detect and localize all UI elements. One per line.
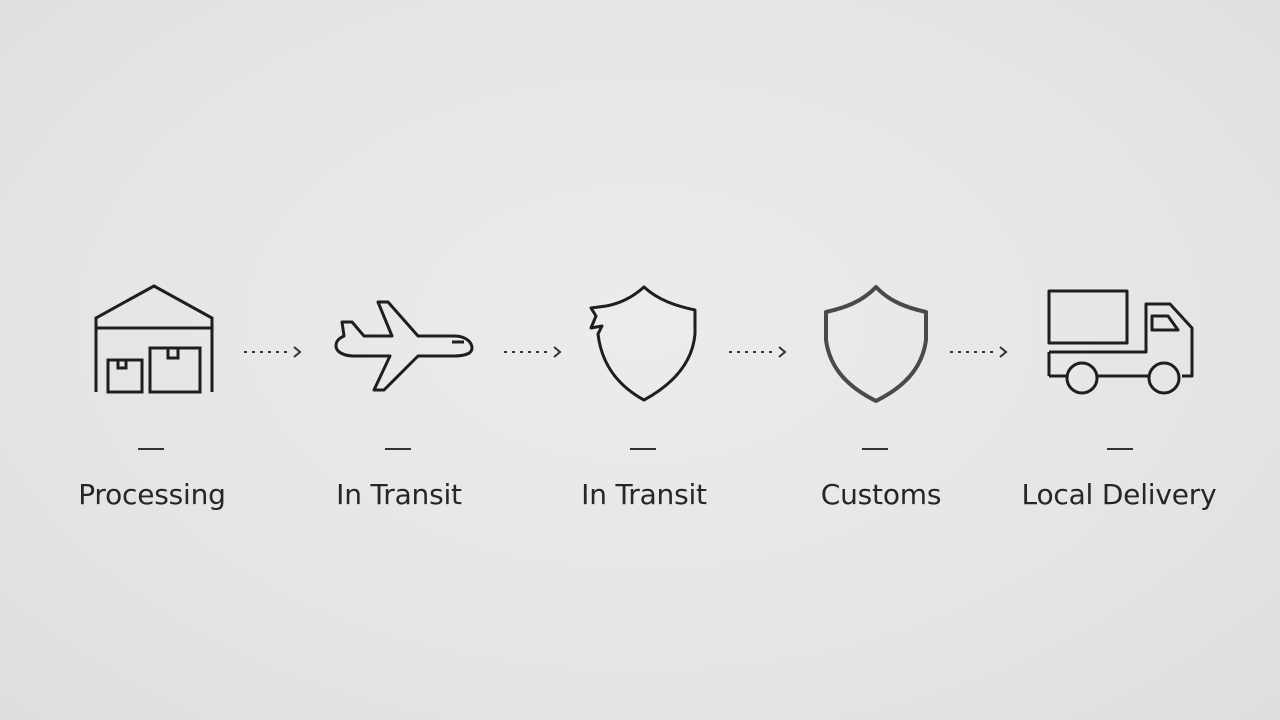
flow-arrow-3	[727, 345, 789, 359]
delivery-truck-icon	[1046, 288, 1196, 398]
warehouse-icon	[92, 282, 216, 394]
separator-dash-1	[138, 448, 164, 450]
separator-dash-5	[1107, 448, 1133, 450]
step-label-processing: Processing	[78, 478, 226, 511]
step-label-in-transit-air: In Transit	[336, 478, 462, 511]
shield-icon	[822, 284, 930, 404]
flow-arrow-2	[502, 345, 564, 359]
broken-shield-icon	[588, 284, 700, 404]
flow-arrow-1	[242, 345, 304, 359]
separator-dash-2	[385, 448, 411, 450]
step-label-local-delivery: Local Delivery	[1021, 478, 1217, 511]
flow-arrow-4	[948, 345, 1010, 359]
airplane-icon	[332, 300, 474, 392]
step-label-customs: Customs	[820, 478, 942, 511]
separator-dash-4	[862, 448, 888, 450]
separator-dash-3	[630, 448, 656, 450]
step-label-in-transit: In Transit	[581, 478, 707, 511]
